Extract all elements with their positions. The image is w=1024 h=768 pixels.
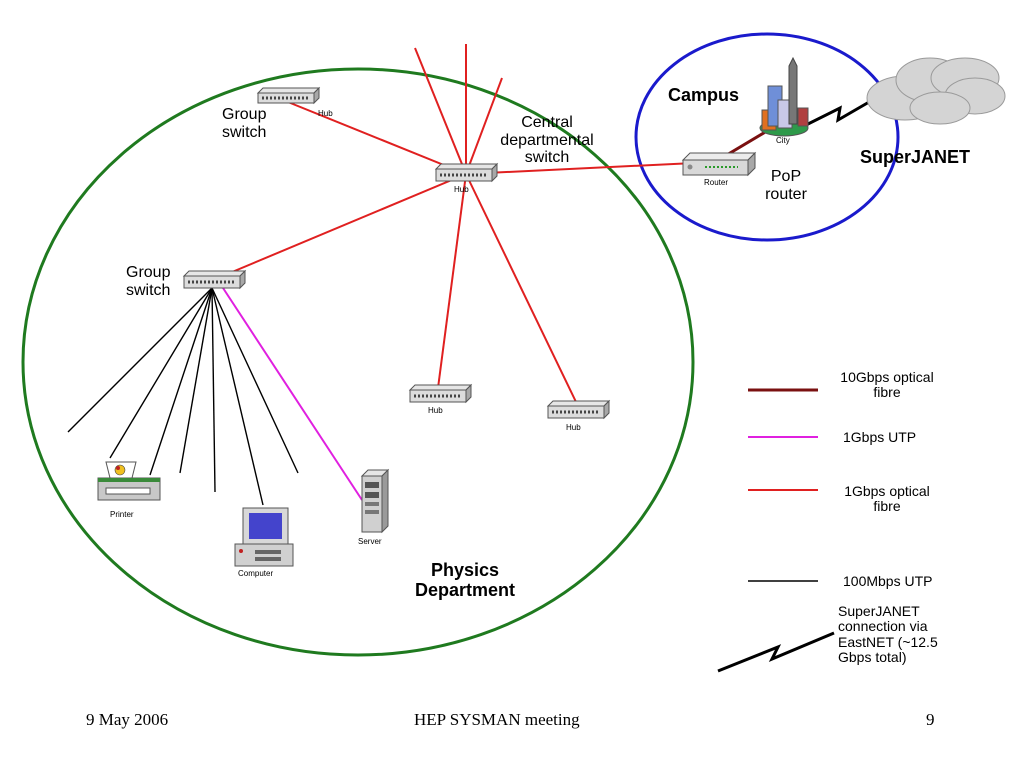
campus-label: Campus	[668, 85, 740, 105]
physics-department-boundary	[21, 67, 695, 657]
legend-label-utp-1g: 1Gbps UTP	[843, 429, 917, 445]
router-caption: Router	[704, 178, 729, 187]
hub-central-caption: Hub	[454, 185, 469, 194]
hub-central-icon	[434, 162, 499, 183]
group-switch-left-label: Group switch	[126, 264, 171, 299]
router-icon	[681, 151, 757, 177]
hub-top-caption: Hub	[318, 109, 333, 118]
cloud-icon	[866, 57, 1006, 125]
pop-router-label: PoP router	[765, 168, 807, 203]
legend-label-superjanet: SuperJANET connection via EastNET (~12.5…	[838, 603, 938, 666]
group-switch-top-label: Group switch	[222, 106, 267, 141]
legend-sample-superjanet	[717, 631, 835, 673]
footer-title: HEP SYSMAN meeting	[414, 710, 580, 729]
utp-1g-link	[222, 287, 363, 501]
superjanet-link	[799, 96, 877, 130]
computer-icon	[234, 507, 294, 567]
legend-label-optical-10g: 10Gbps optical fibre	[840, 369, 934, 401]
legend-samples	[717, 388, 835, 673]
superjanet-label: SuperJANET	[860, 147, 971, 167]
campus-boundary	[634, 32, 900, 242]
physics-department-label: Physics Department	[414, 560, 516, 600]
hub-right-icon	[546, 399, 611, 420]
computer-caption: Computer	[238, 569, 274, 578]
hub-mid-icon	[408, 383, 473, 404]
hub-mid-caption: Hub	[428, 406, 443, 415]
footer-date: 9 May 2006	[86, 710, 169, 729]
hub-right-caption: Hub	[566, 423, 581, 432]
utp-100m-links	[67, 287, 299, 506]
printer-icon	[97, 461, 161, 501]
legend-label-utp-100m: 100Mbps UTP	[843, 573, 933, 589]
optical-1g-links	[212, 44, 716, 405]
group-switch-left-icon	[182, 269, 247, 290]
server-icon	[360, 468, 390, 534]
printer-caption: Printer	[110, 510, 134, 519]
city-caption: City	[776, 136, 790, 145]
central-switch-label: Central departmental switch	[500, 114, 594, 167]
hub-top-icon	[256, 86, 321, 105]
city-icon	[759, 56, 809, 137]
legend-label-optical-1g: 1Gbps optical fibre	[844, 483, 930, 515]
server-caption: Server	[358, 537, 382, 546]
footer-page-number: 9	[926, 710, 935, 729]
